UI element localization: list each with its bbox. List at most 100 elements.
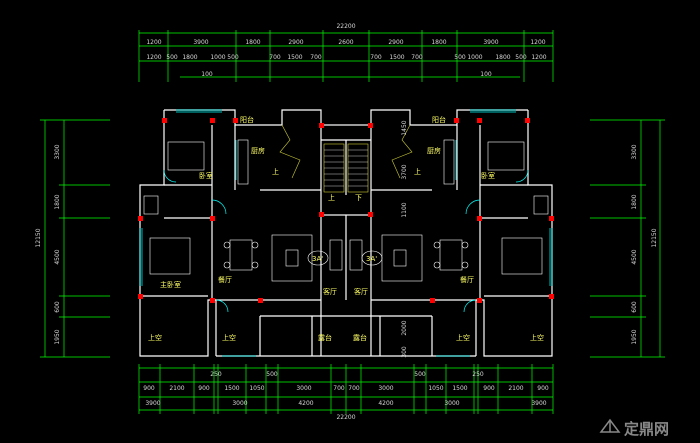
dim-label: 12150 (651, 228, 658, 247)
dim-label: 900 (143, 385, 155, 392)
dim-label: 1000 (210, 54, 225, 61)
dim-label: 1500 (452, 385, 467, 392)
dim-label: 500 (166, 54, 178, 61)
center-marks: 1450 3700 1100 2000 300 (401, 120, 408, 358)
dim-label: 3900 (483, 39, 498, 46)
dim-label: 2100 (508, 385, 523, 392)
dim-label: 900 (198, 385, 210, 392)
dim-label: 1200 (146, 54, 161, 61)
bottom-total-dim: 22200 (336, 414, 355, 421)
dim-label: 1200 (146, 39, 161, 46)
watermark-brand: 定鼎网 (624, 420, 669, 438)
stair-up-right-label: 上 (414, 167, 421, 176)
void-label: 上空 (456, 333, 470, 342)
terrace-right-label: 露台 (353, 333, 367, 342)
dim-label: 1950 (631, 329, 638, 344)
dim-label: 500 (266, 371, 278, 378)
dim-label: 250 (210, 371, 222, 378)
bedroom-left-label: 卧室 (199, 171, 213, 180)
dim-label: 3000 (378, 385, 393, 392)
dim-label: 250 (472, 371, 484, 378)
dim-label: 900 (537, 385, 549, 392)
bottom-row1-dims: 900 2100 900 250 1500 1050 500 3000 700 … (143, 371, 549, 392)
dim-label: 600 (631, 301, 638, 313)
dim-label: 500 (414, 371, 426, 378)
unit-markers (307, 250, 383, 266)
dim-label: 700 (411, 54, 423, 61)
dining-left-label: 餐厅 (218, 275, 232, 284)
side-dimension-lines (40, 119, 665, 358)
room-labels: 阳台 阳台 厨房 厨房 卧室 卧室 主卧室 餐厅 餐厅 客厅 客厅 露台 露台 … (148, 115, 544, 342)
dim-label: 4500 (631, 249, 638, 264)
dim-label: 1050 (428, 385, 443, 392)
stair-down-label: 下 (355, 194, 362, 202)
dim-label: 3300 (631, 144, 638, 159)
terrace-left-label: 露台 (318, 333, 332, 342)
windows-doors (139, 109, 553, 357)
dim-label: 1000 (467, 54, 482, 61)
dim-label: 1200 (531, 54, 546, 61)
dim-label: 700 (269, 54, 281, 61)
dim-label: 600 (54, 301, 61, 313)
dim-label: 1500 (389, 54, 404, 61)
dim-label: 1800 (245, 39, 260, 46)
dim-label: 3000 (296, 385, 311, 392)
furniture (143, 139, 549, 282)
dim-label: 3000 (232, 400, 247, 407)
dim-label: 1200 (530, 39, 545, 46)
bottom-row2-dims: 3900 3000 4200 4200 3000 3900 (145, 400, 546, 407)
left-dims: 3300 1800 4500 600 1950 12150 (35, 144, 61, 344)
dim-label: 500 (454, 54, 466, 61)
dim-label: 2900 (388, 39, 403, 46)
right-dims: 3300 1800 4500 600 1950 12150 (631, 144, 658, 344)
top-row1-dims: 1200 3900 1800 2900 2600 2900 1800 3900 … (146, 39, 545, 46)
dim-label: 1800 (182, 54, 197, 61)
dim-label: 3900 (531, 400, 546, 407)
dim-label: 1800 (54, 194, 61, 209)
dim-label: 4500 (54, 249, 61, 264)
dim-label: 1500 (287, 54, 302, 61)
dim-label: 3900 (193, 39, 208, 46)
dim-label: 1800 (431, 39, 446, 46)
watermark-logo-icon (599, 418, 621, 433)
top-total-dim: 22200 (336, 23, 355, 30)
dim-label: 3300 (54, 144, 61, 159)
stair-up-label: 上 (328, 193, 335, 202)
dim-label: 1950 (54, 329, 61, 344)
balcony-left-label: 阳台 (240, 115, 254, 124)
dining-right-label: 餐厅 (460, 275, 474, 284)
top-mark-left: 100 (201, 71, 213, 78)
dim-label: 1500 (224, 385, 239, 392)
dim-label: 1800 (495, 54, 510, 61)
dim-label: 500 (227, 54, 239, 61)
watermark: 定鼎网 (599, 418, 669, 438)
dim-label: 2000 (401, 320, 408, 335)
columns (138, 118, 554, 303)
dim-label: 1800 (631, 194, 638, 209)
bedroom-right-label: 卧室 (481, 171, 495, 180)
living-left-label: 客厅 (323, 287, 337, 296)
dim-label: 500 (515, 54, 527, 61)
dim-label: 1450 (401, 120, 408, 135)
dim-label: 12150 (35, 228, 42, 247)
dim-label: 3700 (401, 164, 408, 179)
top-dimensions (138, 30, 554, 82)
dim-label: 1100 (401, 202, 408, 217)
unit-label-right: 3A' (366, 255, 377, 263)
dim-label: 900 (483, 385, 495, 392)
top-row2-dims: 1200 500 1800 1000 500 700 1500 700 700 … (146, 54, 546, 61)
dim-label: 700 (333, 385, 345, 392)
dim-label: 300 (401, 346, 408, 358)
kitchen-left-label: 厨房 (251, 146, 265, 155)
living-right-label: 客厅 (354, 287, 368, 296)
dim-label: 700 (370, 54, 382, 61)
stair-up-left-label: 上 (272, 167, 279, 176)
top-mark-right: 100 (480, 71, 492, 78)
dim-label: 2600 (338, 39, 353, 46)
kitchen-right-label: 厨房 (427, 146, 441, 155)
dim-label: 2900 (288, 39, 303, 46)
dim-label: 3900 (145, 400, 160, 407)
void-label: 上空 (148, 333, 162, 342)
dim-label: 3000 (444, 400, 459, 407)
